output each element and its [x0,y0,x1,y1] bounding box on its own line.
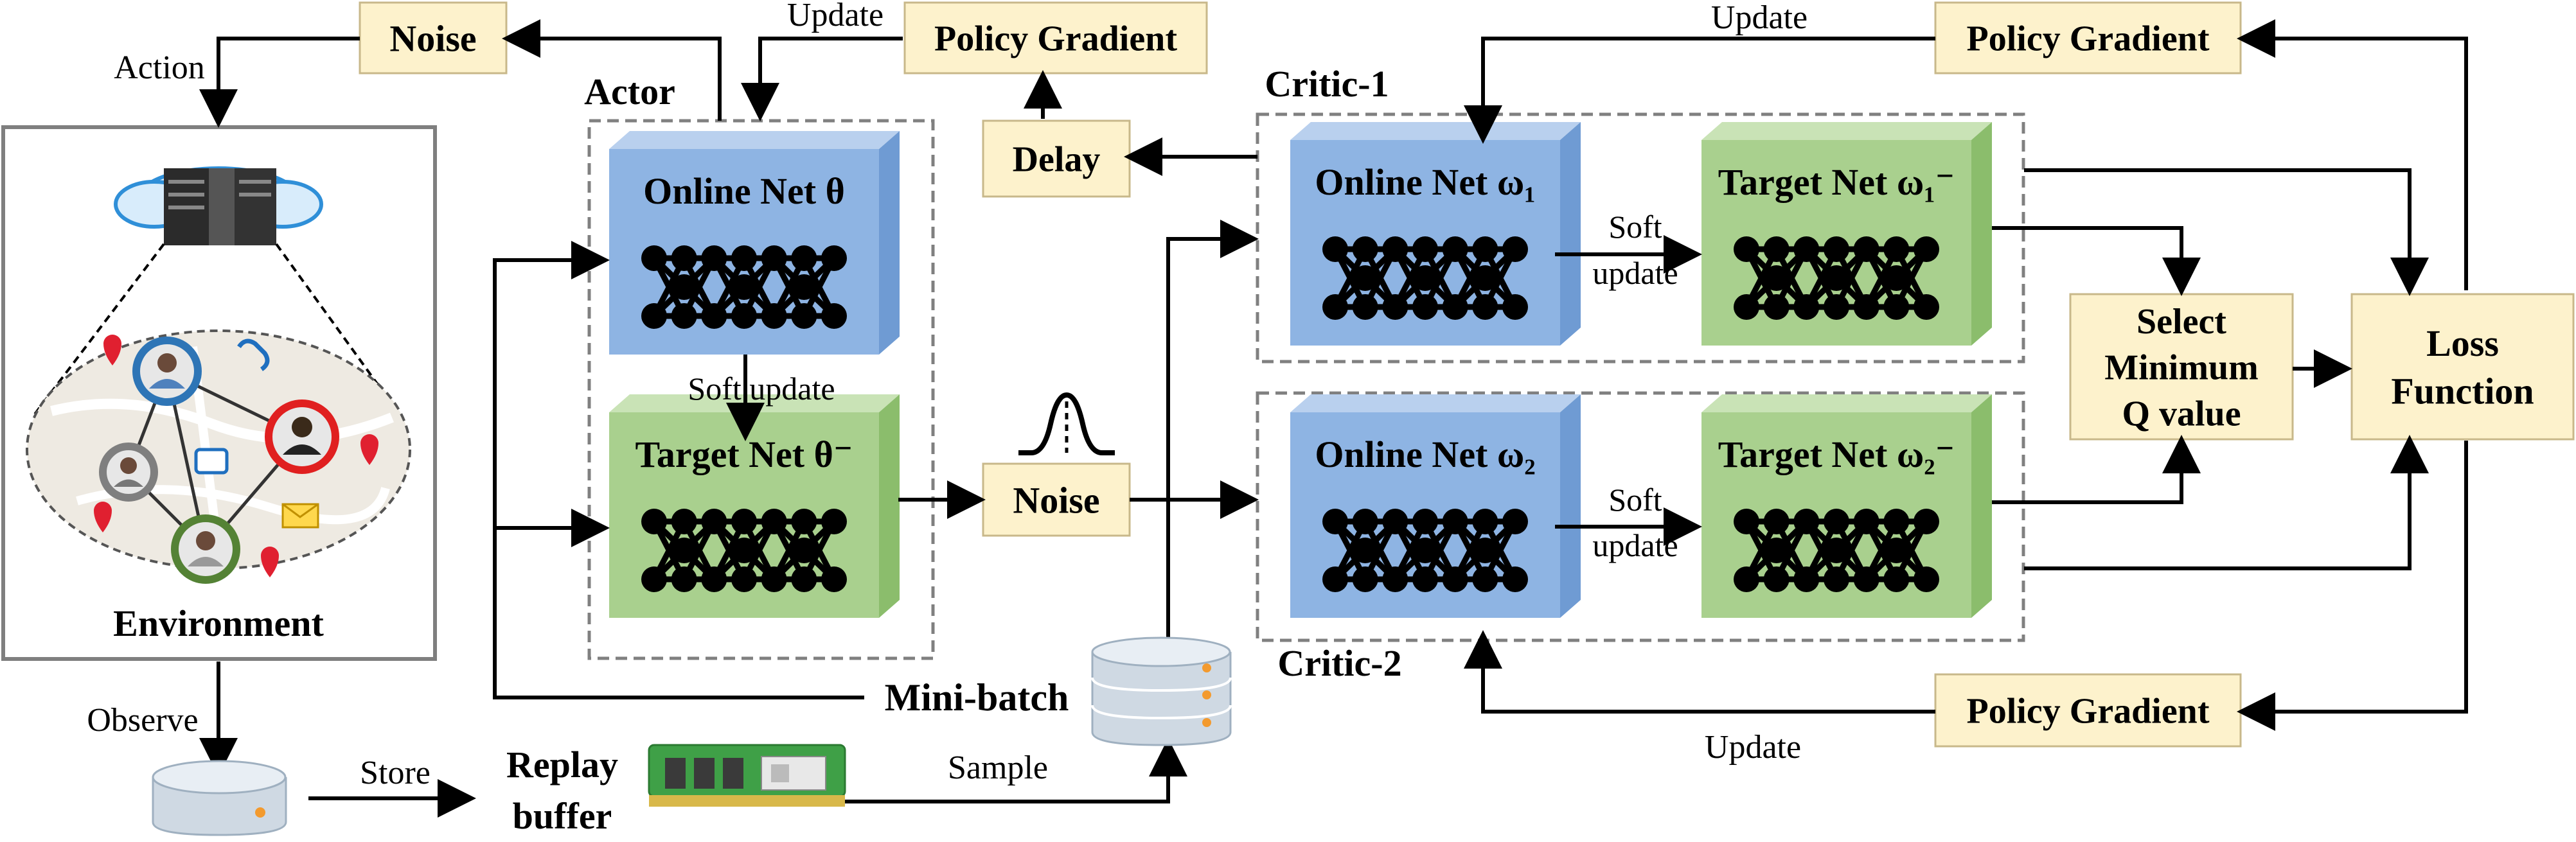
loss-function-box-label: Loss [2426,322,2499,364]
store-label: Store [360,755,431,791]
soft-label-1: Soft [1608,209,1662,245]
update-label-2: Update [1711,0,1808,36]
arrow-noise-to-env [199,37,360,128]
critic1-target-net-label: Target Net ω₁⁻ [1718,161,1955,203]
critic2-online-net-label: Online Net ω₂ [1315,434,1535,475]
minibatch-label: Mini-batch [885,676,1069,719]
actor-online-net: Online Net θ [609,131,900,355]
policy-gradient-top-right-box-label: Policy Gradient [1967,19,2210,59]
loss-function-box-label: Function [2391,370,2534,412]
replay-label: Replay [506,744,618,785]
arrow-sample-to-db [842,738,1187,803]
policy-gradient-top-left-box-label: Policy Gradient [934,19,1177,59]
noise-mid-box-label: Noise [1013,479,1099,521]
update-soft-label-1: update [1592,255,1678,291]
arrow-c2t-to-loss [2024,435,2429,570]
action-label: Action [114,49,205,86]
critic1-title: Critic-1 [1265,63,1389,105]
arrow-c1t-to-select [1992,226,2201,296]
gaussian-noise-icon [1018,392,1115,455]
arrow-pg-to-critic2 [1464,630,1935,714]
network-map-icon [26,329,411,584]
select-min-q-box-label: Q value [2122,394,2241,434]
select-min-q-box [2069,293,2294,441]
select-min-q-box-label: Select [2136,302,2226,342]
update-label-3: Update [1705,729,1801,766]
critic1-target-net: Target Net ω₁⁻ [1701,122,1992,346]
cone-left-line [31,243,165,419]
arrow-loss-to-pg-top [2237,19,2468,290]
actor-target-net-label: Target Net θ⁻ [635,434,853,475]
memory-module-icon [648,744,846,807]
noise-mid-box [982,462,1131,537]
critic2-target-net-label: Target Net ω₂⁻ [1718,434,1955,475]
cone-right-line [275,243,403,419]
sample-label: Sample [948,750,1048,786]
arrow-minibatch-bus [493,241,864,699]
policy-gradient-bottom-box-label: Policy Gradient [1967,692,2210,732]
policy-gradient-bottom-box [1934,673,2242,748]
arrow-pg-to-critic1 [1464,37,1935,144]
environment-label: Environment [113,602,324,644]
policy-gradient-top-right-box [1934,1,2242,75]
delay-box [982,119,1131,198]
policy-gradient-top-left-box [903,1,1208,75]
critic2-online-net: Online Net ω₂ [1290,394,1581,618]
noise-top-box-label: Noise [389,17,476,59]
critic1-online-net: Online Net ω₁ [1290,122,1581,346]
critic1-container [1256,112,2025,364]
actor-target-net: Target Net θ⁻ [609,394,900,618]
soft-update-actor-label: Soft update [688,371,835,407]
store-disk-icon [152,760,287,836]
actor-online-net-label: Online Net θ [643,170,845,212]
soft-label-2: Soft [1608,482,1662,518]
observe-label: Observe [87,702,198,739]
critic2-container [1256,391,2025,642]
actor-title: Actor [584,71,675,112]
arrow-c1t-to-loss [2024,168,2429,296]
arrow-group [199,19,2468,818]
arrow-pg-to-actor [741,37,903,121]
arrow-loss-to-pg-bottom [2237,441,2468,731]
delay-box-label: Delay [1013,140,1101,180]
loss-function-box [2350,293,2575,441]
critic2-target-net: Target Net ω₂⁻ [1701,394,1992,618]
buffer-label: buffer [513,795,612,837]
select-min-q-box-label: Minimum [2104,348,2259,388]
critic2-title: Critic-2 [1277,642,1401,684]
critic1-online-net-label: Online Net ω₁ [1315,161,1535,203]
arrow-c2t-to-select [1992,435,2201,504]
update-soft-label-2: update [1592,527,1678,563]
arrow-actor-to-noise [502,19,722,121]
update-label-1: Update [787,0,884,33]
minibatch-database-icon [1091,636,1232,746]
cloud-server-icon [114,166,323,245]
arrow-db-to-critic1 [1166,220,1259,645]
